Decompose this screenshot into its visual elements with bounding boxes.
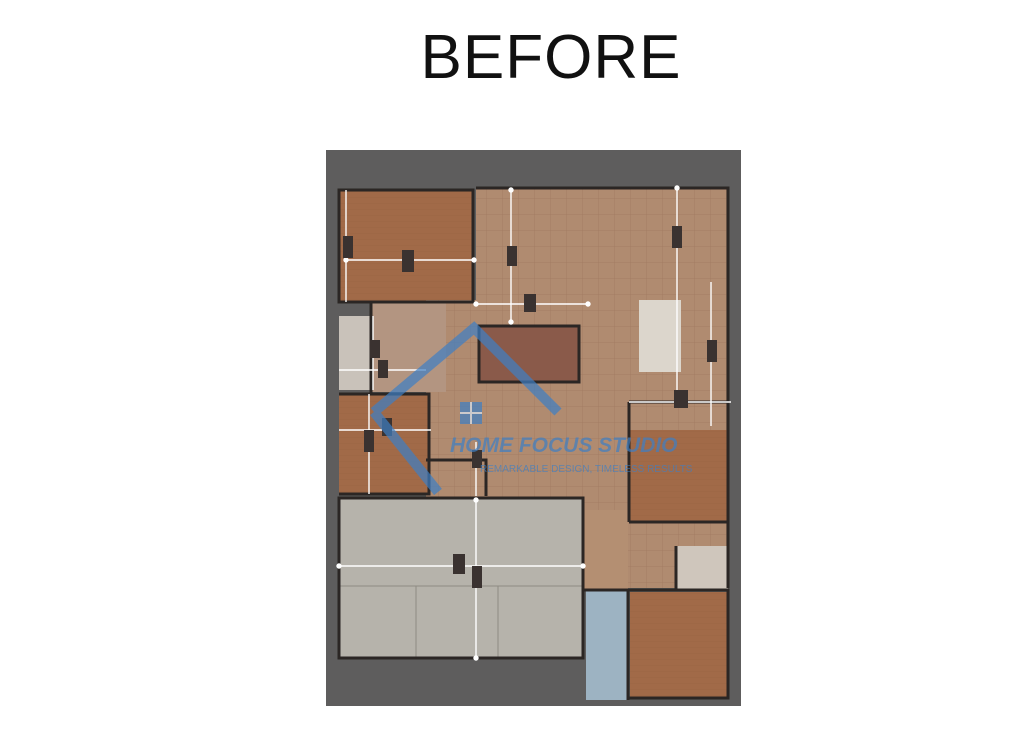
watermark-tagline: REMARKABLE DESIGN, TIMELESS RESULTS <box>480 464 693 475</box>
utility-hall <box>584 510 628 590</box>
page-title: BEFORE <box>420 23 682 92</box>
floor-plan: HOME FOCUS STUDIO REMARKABLE DESIGN, TIM… <box>326 150 741 706</box>
bath-left <box>339 316 373 390</box>
bedroom-left-mid <box>339 394 429 494</box>
watermark-name: HOME FOCUS STUDIO <box>450 434 678 457</box>
bath-right <box>676 546 728 590</box>
watermark-logo: HOME FOCUS STUDIO REMARKABLE DESIGN, TIM… <box>370 321 693 496</box>
bedroom-bottom-right <box>630 592 728 698</box>
kitchen-island <box>639 300 681 372</box>
bedroom-right-mid <box>629 430 729 522</box>
bedroom-top-left <box>339 190 473 302</box>
patio <box>586 590 628 700</box>
garage <box>339 498 583 658</box>
